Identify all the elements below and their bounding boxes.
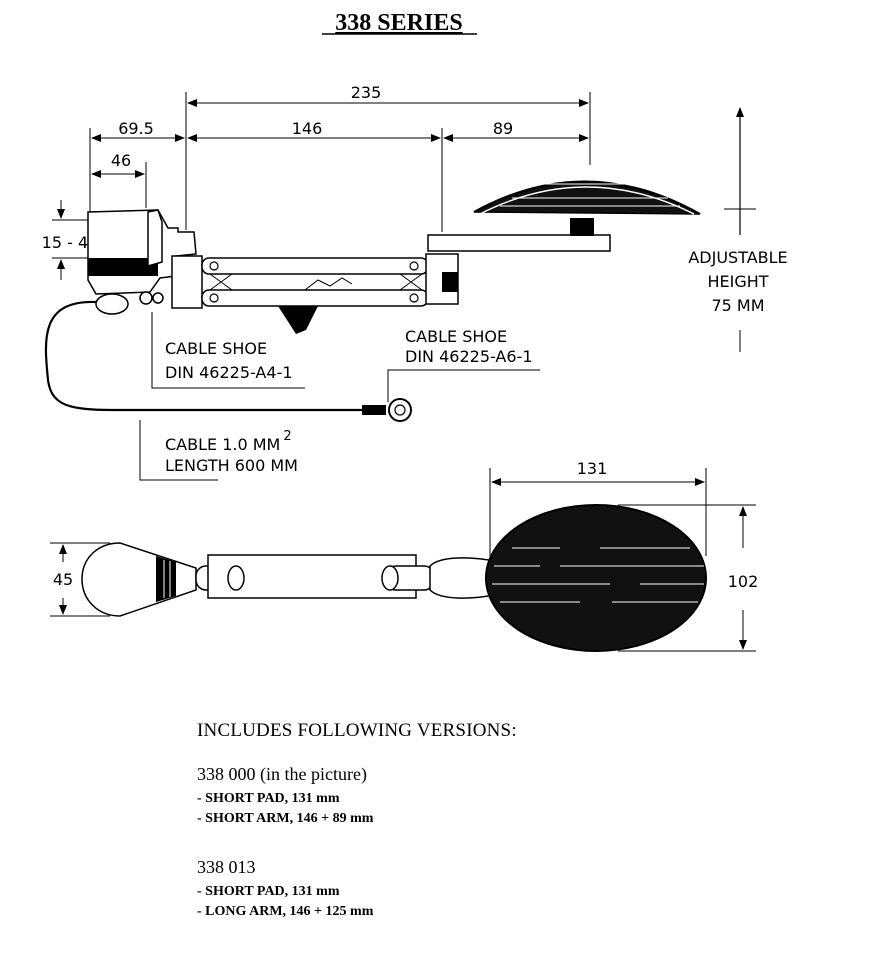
dimension-89: 89 xyxy=(443,119,589,142)
adjustable-height-line2: HEIGHT xyxy=(707,272,768,291)
cable-shoe-2-spec: DIN 46225-A6-1 xyxy=(405,347,533,366)
dimension-45: 45 xyxy=(50,542,110,617)
dimension-146: 146 xyxy=(187,119,443,232)
cable-length-label: LENGTH 600 MM xyxy=(165,456,298,475)
cable-shoe-1-label: CABLE SHOE xyxy=(165,339,267,358)
leader-cable-shoe-1 xyxy=(151,312,305,389)
dimension-235: 235 xyxy=(185,83,591,230)
version-spec: - LONG ARM, 146 + 125 mm xyxy=(197,904,374,919)
page-title: 338 SERIES xyxy=(335,10,462,36)
version-spec: - SHORT ARM, 146 + 89 mm xyxy=(197,811,374,826)
lower-link xyxy=(201,289,429,307)
base-top-view xyxy=(81,542,197,617)
adjustable-height-line3: 75 MM xyxy=(711,296,764,315)
side-view-mechanism xyxy=(87,180,701,334)
dim-label-102: 102 xyxy=(728,572,759,591)
versions-list: INCLUDES FOLLOWING VERSIONS: 338 000 (in… xyxy=(197,720,517,950)
dim-label-69-5: 69.5 xyxy=(118,119,154,138)
cable-shoe-1-spec: DIN 46225-A4-1 xyxy=(165,363,293,382)
dim-label-45: 45 xyxy=(53,570,73,589)
adjustable-height-indicator: ADJUSTABLE HEIGHT 75 MM xyxy=(688,107,788,352)
pad-top-view xyxy=(485,504,707,652)
version-spec: - SHORT PAD, 131 mm xyxy=(197,791,340,806)
release-lever xyxy=(278,306,318,334)
dimension-131: 131 xyxy=(489,459,707,556)
version-model: 338 013 xyxy=(197,857,256,877)
adjustable-height-line1: ADJUSTABLE xyxy=(688,248,787,267)
dim-label-146: 146 xyxy=(292,119,323,138)
dim-label-89: 89 xyxy=(493,119,513,138)
leader-cable-shoe-2 xyxy=(387,369,540,402)
upper-link xyxy=(201,257,429,275)
dimension-69-5: 69.5 xyxy=(89,119,185,215)
dim-label-235: 235 xyxy=(351,83,382,102)
top-view-mechanism xyxy=(81,504,707,652)
versions-heading: INCLUDES FOLLOWING VERSIONS: xyxy=(197,720,517,741)
version-spec: - SHORT PAD, 131 mm xyxy=(197,884,340,899)
leader-cable xyxy=(139,420,218,481)
cable-shoe-2-label: CABLE SHOE xyxy=(405,327,507,346)
pad-support-plate xyxy=(427,234,611,252)
dim-label-131: 131 xyxy=(577,459,608,478)
dimension-15-43: 15 - 43 xyxy=(42,200,99,280)
cable xyxy=(44,300,412,422)
dimension-46: 46 xyxy=(91,151,147,208)
version-group: 338 013 - SHORT PAD, 131 mm - LONG ARM, … xyxy=(197,857,517,922)
clamp-screw xyxy=(95,293,129,315)
dim-label-15-43: 15 - 43 xyxy=(42,233,99,252)
clamp-rubber xyxy=(88,258,158,276)
dimension-102: 102 xyxy=(618,504,759,652)
version-model: 338 000 (in the picture) xyxy=(197,764,367,784)
dim-label-46: 46 xyxy=(111,151,131,170)
version-group: 338 000 (in the picture) - SHORT PAD, 13… xyxy=(197,764,517,829)
technical-drawing: 338 SERIES 235 69.5 146 89 46 15 - 43 xyxy=(42,10,788,652)
